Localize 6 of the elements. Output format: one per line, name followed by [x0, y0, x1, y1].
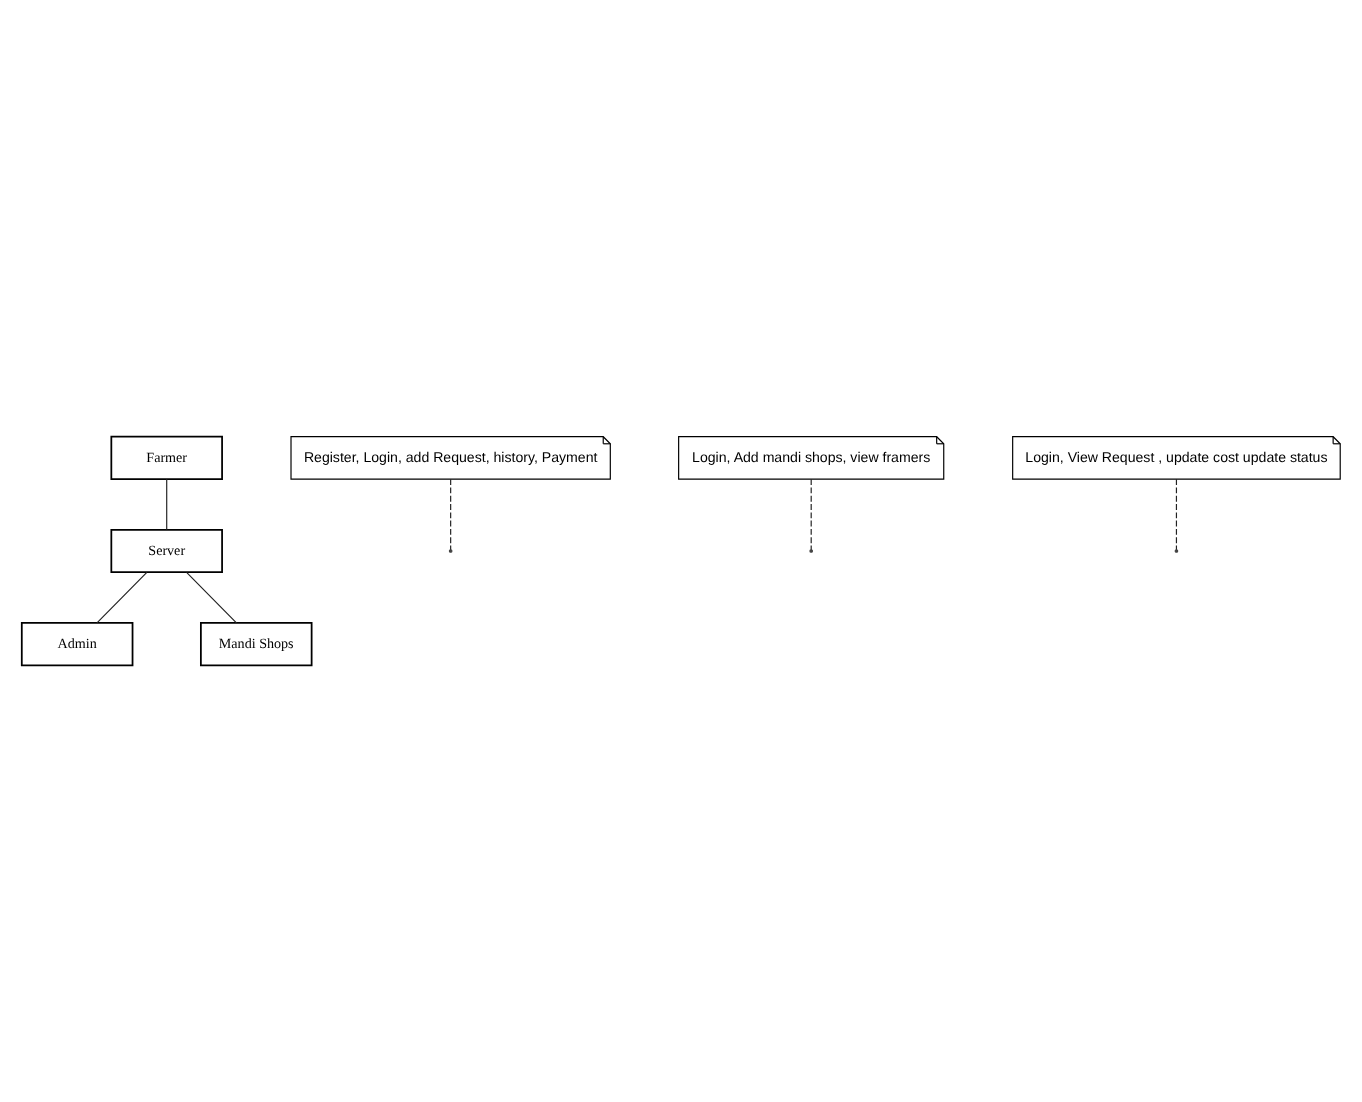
connector [1175, 478, 1178, 551]
connector [810, 478, 812, 551]
connector [450, 478, 452, 551]
connector [186, 571, 237, 624]
connector [96, 571, 148, 624]
connector [166, 478, 168, 531]
